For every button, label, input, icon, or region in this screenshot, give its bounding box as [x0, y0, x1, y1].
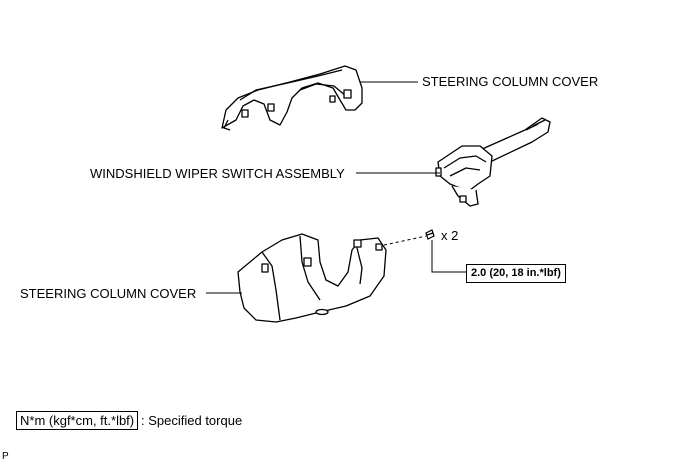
corner-mark: P — [2, 451, 9, 462]
wiper-switch-label: WINDSHIELD WIPER SWITCH ASSEMBLY — [90, 166, 345, 181]
legend-description: : Specified torque — [141, 413, 243, 428]
screw-quantity-label: x 2 — [441, 228, 459, 243]
torque-leader — [431, 240, 466, 273]
torque-spec-box: 2.0 (20, 18 in.*lbf) — [466, 264, 566, 283]
upper-steering-column-cover — [221, 65, 363, 131]
lower-cover-label: STEERING COLUMN COVER — [20, 286, 197, 301]
screw-icon — [425, 229, 435, 240]
lower-steering-column-cover — [237, 233, 387, 323]
screw-alignment-line — [383, 235, 427, 246]
upper-cover-label: STEERING COLUMN COVER — [422, 74, 599, 89]
wiper-switch-assembly — [435, 117, 551, 207]
torque-unit-box: N*m (kgf*cm, ft.*lbf) — [16, 411, 139, 430]
